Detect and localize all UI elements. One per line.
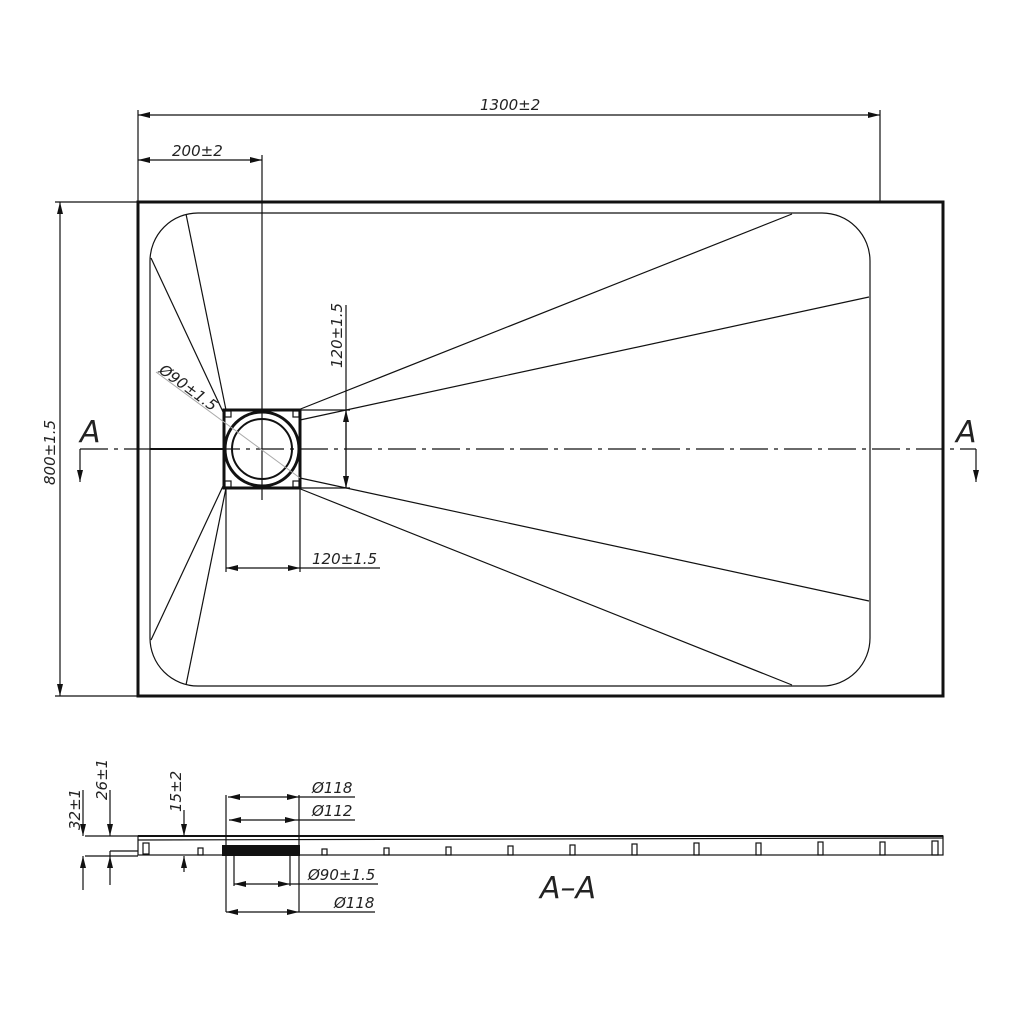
dim-bottom-118: Ø118 [333,894,374,912]
dim-height-edge: 26±1 [93,759,111,800]
dim-height-total: 32±1 [66,789,84,830]
slope-lines [150,213,870,686]
dim-drain-diameter: Ø90±1.5 [155,360,221,415]
dim-width: 800±1.5 [41,420,59,485]
section-marker-left: A [78,415,101,450]
section-view: 32±1 26±1 15±2 Ø118 Ø112 Ø90±1.5 Ø118 A–… [66,759,944,915]
plan-view: A A 1300±2 200±2 800±1.5 120±1.5 120±1.5… [41,96,979,698]
section-marker-right: A [954,415,977,450]
dim-drain-offset: 200±2 [172,142,223,160]
dim-bottom-90: Ø90±1.5 [307,866,375,884]
dim-depth: 15±2 [167,771,185,812]
dim-length: 1300±2 [480,96,540,114]
dim-drain-width: 120±1.5 [312,550,377,568]
section-title: A–A [538,871,596,906]
dim-top-112: Ø112 [311,802,352,820]
dim-drain-height: 120±1.5 [328,303,346,368]
dim-top-118: Ø118 [311,779,352,797]
